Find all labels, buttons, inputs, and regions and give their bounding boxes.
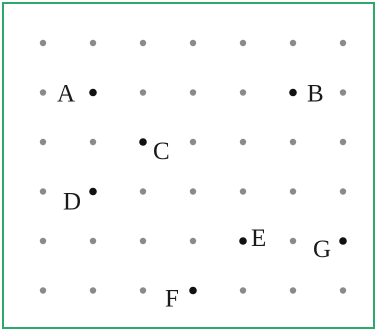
point-d-dot: [89, 187, 97, 196]
grid-dot: [339, 89, 347, 96]
grid-dot: [239, 89, 247, 96]
dot-grid-frame: [2, 2, 375, 329]
grid-dot: [239, 188, 247, 195]
grid-dot: [339, 138, 347, 146]
grid-dot: [289, 188, 297, 195]
grid-dot: [139, 237, 147, 245]
point-c-label: C: [153, 138, 170, 165]
grid-dot: [189, 188, 197, 195]
grid-dot: [39, 188, 47, 195]
point-d-label: D: [63, 189, 81, 216]
grid-dot: [89, 237, 97, 245]
grid-dot: [39, 89, 47, 96]
grid-dot: [139, 287, 147, 294]
grid-dot: [289, 39, 297, 47]
point-a-dot: [89, 88, 97, 97]
grid-dot: [139, 188, 147, 195]
grid-dot: [39, 287, 47, 294]
grid-dot: [339, 188, 347, 195]
grid-dot: [239, 287, 247, 294]
point-g-dot: [339, 237, 347, 245]
grid-dot: [39, 39, 47, 47]
grid-dot: [89, 287, 97, 294]
grid-dot: [339, 39, 347, 47]
point-b-label: B: [307, 81, 324, 108]
point-e-dot: [239, 237, 247, 245]
grid-dot: [39, 237, 47, 245]
grid-dot: [189, 138, 197, 146]
grid-dot: [189, 237, 197, 245]
grid-dot: [189, 89, 197, 96]
point-g-label: G: [313, 236, 331, 263]
point-c-dot: [139, 138, 147, 146]
grid-dot: [339, 287, 347, 294]
grid-dot: [139, 39, 147, 47]
point-a-label: A: [57, 81, 75, 108]
grid-dot: [289, 237, 297, 245]
grid-dot: [239, 39, 247, 47]
grid-dot: [139, 89, 147, 96]
point-e-label: E: [251, 225, 266, 252]
grid-dot: [89, 138, 97, 146]
grid-dot: [189, 39, 197, 47]
grid-dot: [39, 138, 47, 146]
grid-dot: [289, 138, 297, 146]
point-b-dot: [289, 88, 297, 97]
point-f-dot: [189, 286, 197, 295]
point-f-label: F: [165, 286, 179, 313]
grid-dot: [289, 287, 297, 294]
grid-dot: [89, 39, 97, 47]
grid-dot: [239, 138, 247, 146]
